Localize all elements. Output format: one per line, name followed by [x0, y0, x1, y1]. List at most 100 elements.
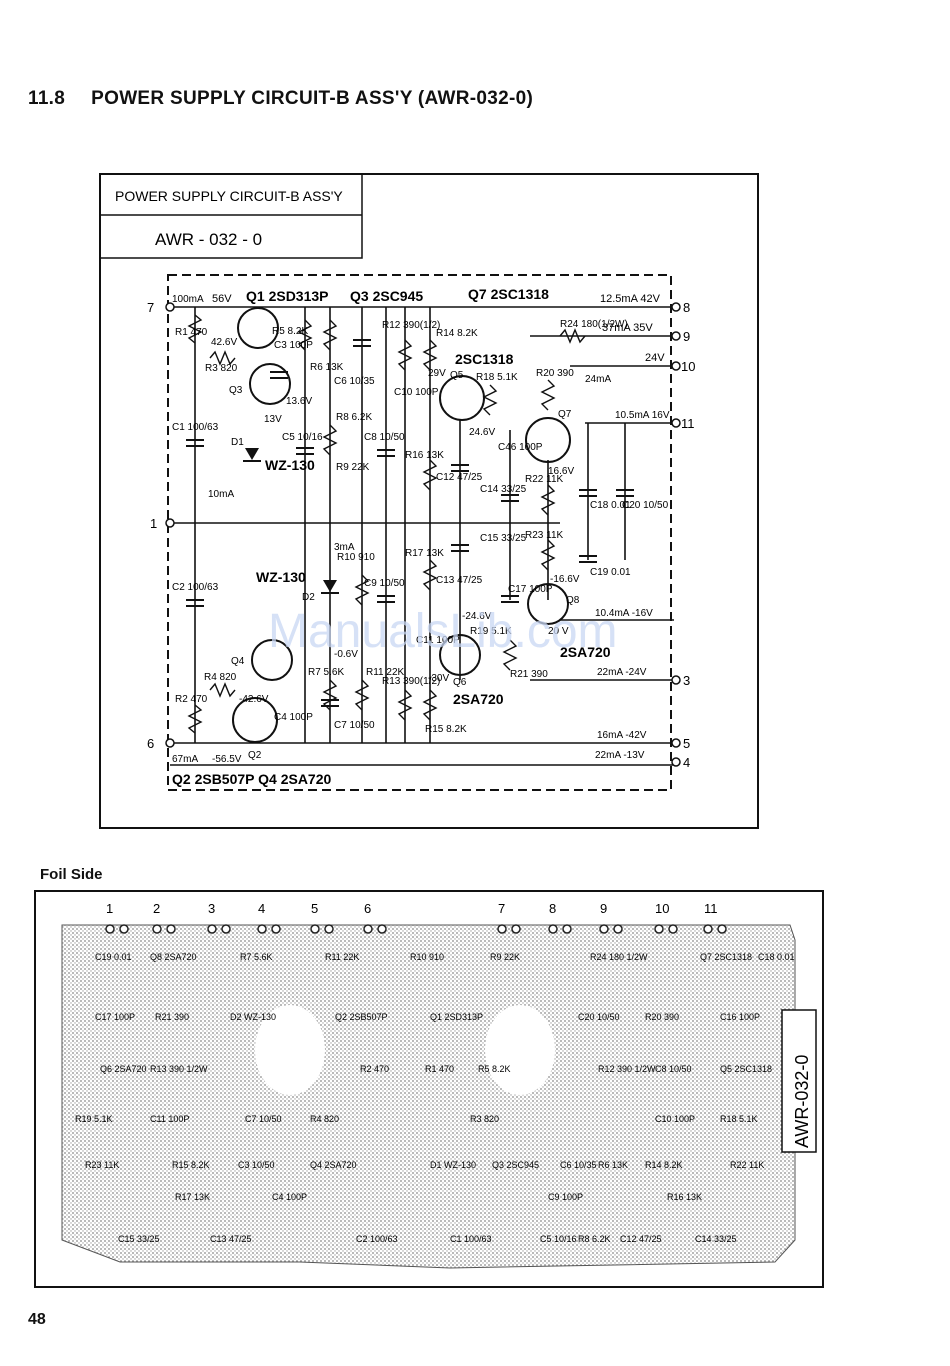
- label-vn426: -42.6V: [239, 694, 269, 705]
- label-r3: R3 820: [205, 363, 238, 374]
- pcb-component-11: D2 WZ-130: [230, 1012, 276, 1022]
- page-number: 48: [28, 1311, 46, 1328]
- label-v166: 16.6V: [548, 466, 574, 477]
- pcb-component-0: C19 0.01: [95, 952, 132, 962]
- terminal-9: 9: [683, 329, 690, 344]
- label-c46: C46 100P: [498, 442, 543, 453]
- pcb-component-17: Q6 2SA720: [100, 1064, 147, 1074]
- pcb-component-49: C1 100/63: [450, 1234, 492, 1244]
- label-r8: R8 6.2K: [336, 412, 372, 423]
- terminal-circles: [165, 302, 681, 767]
- label-r23: R23 11K: [525, 530, 564, 541]
- label-r7: R7 5.6K: [308, 667, 344, 678]
- pcb-component-33: R15 8.2K: [172, 1160, 210, 1170]
- label-q2q4: Q2 2SB507P Q4 2SA720: [172, 771, 332, 787]
- rail-n565: -56.5V: [212, 754, 242, 765]
- pcb-heatsink-cutout-right: [485, 1005, 555, 1095]
- pad-hole-11-0: [703, 924, 713, 934]
- pcb-component-20: R1 470: [425, 1064, 454, 1074]
- section-number: 11.8: [28, 88, 66, 109]
- pad-hole-6-0: [363, 924, 373, 934]
- pad-hole-3-1: [221, 924, 231, 934]
- label-q3-ref: Q3: [229, 385, 243, 396]
- label-q1: Q1 2SD313P: [246, 288, 329, 304]
- pcb-component-9: C17 100P: [95, 1012, 135, 1022]
- pcb-component-5: R9 22K: [490, 952, 520, 962]
- label-r6: R6 13K: [310, 362, 344, 373]
- label-r17: R17 13K: [405, 548, 444, 559]
- label-vn166: -16.6V: [550, 574, 580, 585]
- pcb-component-25: R19 5.1K: [75, 1114, 113, 1124]
- pad-hole-4-0: [257, 924, 267, 934]
- rail-t3: 22mA -24V: [597, 667, 647, 678]
- pad-hole-3-0: [207, 924, 217, 934]
- pcb-component-27: C7 10/50: [245, 1114, 282, 1124]
- label-r2: R2 470: [175, 694, 208, 705]
- transistor-symbols: [232, 307, 571, 743]
- foil-side-label: Foil Side: [40, 866, 103, 883]
- label-v136: 13.6V: [286, 396, 312, 407]
- pcb-part-box: [781, 1009, 817, 1153]
- label-c7: C7 10/50: [334, 720, 375, 731]
- pad-hole-5-1: [324, 924, 334, 934]
- pcb-part-number: AWR-032-0: [792, 1055, 812, 1148]
- label-q3: Q3 2SC945: [350, 288, 423, 304]
- watermark: ManualsLib.com: [268, 605, 618, 658]
- label-v426: 42.6V: [211, 337, 237, 348]
- pad-hole-7-1: [511, 924, 521, 934]
- label-r4: R4 820: [204, 672, 237, 683]
- label-c1: C1 100/63: [172, 422, 219, 433]
- pcb-component-6: R24 180 1/2W: [590, 952, 648, 962]
- rail-t10: 24V: [645, 352, 665, 364]
- pad-hole-1-1: [119, 924, 129, 934]
- schematic-frame: [99, 173, 759, 829]
- label-r24: R24 180(1/2W): [560, 319, 628, 330]
- pcb-component-13: Q1 2SD313P: [430, 1012, 483, 1022]
- q7-symbol: [525, 417, 571, 463]
- pcb-component-43: C4 100P: [272, 1192, 307, 1202]
- pad-label-11: 11: [704, 901, 718, 916]
- pcb-component-46: C15 33/25: [118, 1234, 160, 1244]
- label-vn30: -30V: [428, 673, 449, 684]
- label-q6: 2SA720: [453, 691, 504, 707]
- pcb-component-42: R17 13K: [175, 1192, 210, 1202]
- pcb-component-40: R14 8.2K: [645, 1160, 683, 1170]
- pad-label-1: 1: [106, 901, 113, 916]
- terminal-5: 5: [683, 736, 690, 751]
- terminal-labels: 7 1 6 8 9 10 11 3 5 4: [147, 300, 695, 770]
- label-q6-ref: Q6: [453, 677, 467, 688]
- pad-label-10: 10: [655, 901, 669, 916]
- pcb-component-35: Q4 2SA720: [310, 1160, 357, 1170]
- pcb-component-38: C6 10/35: [560, 1160, 597, 1170]
- pcb-component-1: Q8 2SA720: [150, 952, 197, 962]
- pad-hole-8-1: [562, 924, 572, 934]
- terminal-8: 8: [683, 300, 690, 315]
- label-r11: R11 22K: [366, 667, 405, 678]
- pad-label-6: 6: [364, 901, 371, 916]
- pad-hole-6-1: [377, 924, 387, 934]
- pad-hole-9-0: [599, 924, 609, 934]
- rail-t4: 22mA -13V: [595, 750, 645, 761]
- label-vn246: -24.6V: [462, 611, 492, 622]
- title-block-part: AWR - 032 - 0: [155, 230, 262, 249]
- rail-t5: 16mA -42V: [597, 730, 647, 741]
- pcb-pad-holes: [105, 924, 727, 934]
- pcb-component-47: C13 47/25: [210, 1234, 252, 1244]
- pad-hole-9-1: [613, 924, 623, 934]
- label-wz1: WZ-130: [265, 457, 315, 473]
- label-r14: R14 8.2K: [436, 328, 478, 339]
- pcb-component-41: R22 11K: [730, 1160, 764, 1170]
- pcb-component-2: R7 5.6K: [240, 952, 273, 962]
- pad-hole-11-1: [717, 924, 727, 934]
- rails: [170, 306, 674, 766]
- pad-label-3: 3: [208, 901, 215, 916]
- pcb-component-14: C20 10/50: [578, 1012, 620, 1022]
- label-c13: C13 47/25: [436, 575, 483, 586]
- label-r12: R12 390(1/2): [382, 320, 440, 331]
- label-q7: Q7 2SC1318: [468, 286, 549, 302]
- pcb-copper-area: [61, 924, 796, 1269]
- pcb-component-8: C18 0.01: [758, 952, 795, 962]
- label-i10: 10mA: [208, 489, 234, 500]
